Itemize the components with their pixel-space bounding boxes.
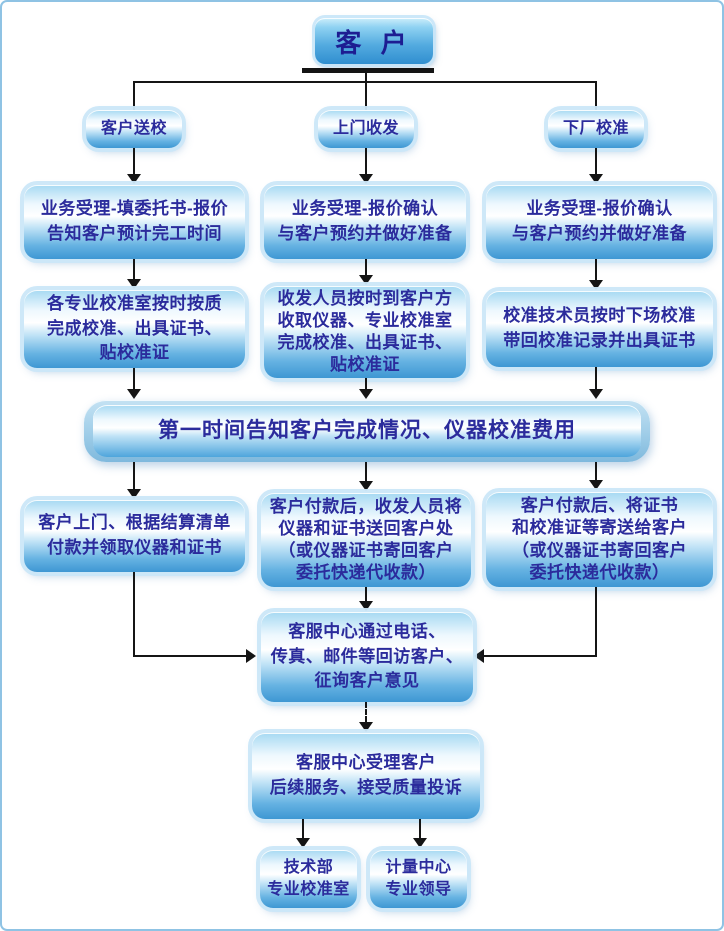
customer-label: 客 户: [335, 27, 413, 58]
arrowhead-down: [359, 174, 373, 184]
connector-right-elbow-horizontal: [484, 655, 597, 657]
connector-left-elbow-horizontal: [133, 655, 246, 657]
connector-complaint-footer-right: [419, 819, 421, 838]
branch-2-step-1-label: 业务受理-报价确认 与客户预约并做好准备: [277, 199, 453, 243]
connector-drop-left: [133, 81, 135, 110]
arrowhead-down: [413, 838, 427, 848]
branch-3-header-label: 下厂校准: [562, 119, 629, 137]
branch-2-step-1: 业务受理-报价确认 与客户预约并做好准备: [264, 185, 466, 259]
branch-3-step-2-label: 校准技术员按时下场校准 带回校准记录并出具证书: [503, 306, 696, 350]
connector-header-step1-left: [133, 148, 135, 174]
connector-drop-right: [595, 81, 597, 110]
arrowhead-down: [127, 389, 141, 399]
branch-3-step-3-label: 客户付款后、将证书 和校准证等寄送给客户 （或仪器证书寄回客户 委托快递代收款）: [512, 496, 687, 582]
arrowhead-down: [127, 489, 141, 499]
branch-3-step-3: 客户付款后、将证书 和校准证等寄送给客户 （或仪器证书寄回客户 委托快递代收款）: [486, 492, 713, 587]
connector-title-stub: [365, 73, 367, 82]
banner-inner: 第一时间告知客户完成情况、仪器校准费用: [93, 405, 641, 457]
connector-drop-middle: [365, 81, 367, 110]
banner-label: 第一时间告知客户完成情况、仪器校准费用: [158, 419, 576, 443]
arrowhead-down: [359, 481, 373, 491]
arrowhead-down: [127, 174, 141, 184]
customer-underline: [302, 68, 434, 73]
footer-tech-dept-label: 技术部 专业校准室: [267, 858, 350, 898]
connector-banner-step3-right: [595, 462, 597, 480]
connector-step3-service-middle: [365, 587, 367, 601]
arrowhead-left: [474, 649, 484, 663]
branch-1-step-3-label: 客户上门、根据结算清单 付款并领取仪器和证书: [38, 513, 231, 557]
branch-2-header: 上门收发: [318, 110, 414, 148]
branch-1-header: 客户送校: [86, 110, 182, 148]
arrowhead-down: [589, 174, 603, 184]
branch-2-step-2: 收发人员按时到客户方 收取仪器、专业校准室 完成校准、出具证书、 贴校准证: [264, 286, 466, 378]
connector-banner-step3-left: [133, 462, 135, 489]
branch-3-step-1: 业务受理-报价确认 与客户预约并做好准备: [486, 185, 713, 259]
branch-3-step-1-label: 业务受理-报价确认 与客户预约并做好准备: [512, 199, 687, 243]
arrowhead-down: [127, 279, 141, 289]
footer-tech-dept-box: 技术部 专业校准室: [260, 850, 357, 908]
banner-box: 第一时间告知客户完成情况、仪器校准费用: [84, 400, 650, 462]
arrowhead-down: [359, 275, 373, 285]
customer-box: 客 户: [315, 18, 433, 64]
branch-1-step-2-label: 各专业校准室按时按质 完成校准、出具证书、 贴校准证: [47, 294, 222, 363]
arrowhead-down: [359, 601, 373, 611]
arrowhead-down: [589, 389, 603, 399]
branch-1-header-label: 客户送校: [100, 119, 167, 137]
branch-1-step-1-label: 业务受理-填委托书-报价 告知客户预计完工时间: [40, 199, 229, 243]
branch-1-step-3: 客户上门、根据结算清单 付款并领取仪器和证书: [24, 500, 245, 572]
connector-service-dashed: [365, 702, 367, 722]
branch-2-header-label: 上门收发: [332, 119, 399, 137]
arrowhead-right: [246, 649, 256, 663]
service-complaint-box: 客服中心受理客户 后续服务、接受质量投诉: [252, 733, 480, 819]
branch-2-step-3-label: 客户付款后，收发人员将 仪器和证书送回客户处 （或仪器证书寄回客户 委托快递代收…: [269, 496, 463, 583]
branch-1-step-2: 各专业校准室按时按质 完成校准、出具证书、 贴校准证: [24, 290, 245, 368]
arrowhead-down: [589, 280, 603, 290]
branch-3-header: 下厂校准: [548, 110, 644, 148]
arrowhead-down: [296, 838, 310, 848]
branch-1-step-1: 业务受理-填委托书-报价 告知客户预计完工时间: [24, 185, 245, 259]
service-callback-label: 客服中心通过电话、 传真、邮件等回访客户、 征询客户意见: [270, 622, 464, 691]
connector-header-step1-middle: [365, 148, 367, 174]
connector-step2-banner-middle: [365, 378, 367, 389]
connector-step1-step2-middle: [365, 259, 367, 275]
arrowhead-down: [589, 480, 603, 490]
branch-3-step-2: 校准技术员按时下场校准 带回校准记录并出具证书: [486, 291, 713, 367]
arrowhead-down: [359, 389, 373, 399]
connector-step2-banner-right: [595, 367, 597, 389]
branch-2-step-3: 客户付款后，收发人员将 仪器和证书送回客户处 （或仪器证书寄回客户 委托快递代收…: [261, 493, 471, 587]
branch-2-step-2-label: 收发人员按时到客户方 收取仪器、专业校准室 完成校准、出具证书、 贴校准证: [277, 288, 453, 375]
arrowhead-down: [359, 722, 373, 732]
connector-step1-step2-right: [595, 259, 597, 280]
connector-header-step1-right: [595, 148, 597, 174]
connector-step1-step2-left: [133, 259, 135, 279]
connector-right-elbow-vertical: [595, 587, 597, 657]
connector-complaint-footer-left: [302, 819, 304, 838]
connector-left-elbow-vertical: [133, 572, 135, 657]
footer-metrology-center-box: 计量中心 专业领导: [370, 850, 467, 908]
connector-step2-banner-left: [133, 368, 135, 389]
connector-banner-step3-middle: [365, 462, 367, 481]
service-callback-box: 客服中心通过电话、 传真、邮件等回访客户、 征询客户意见: [261, 612, 473, 702]
service-complaint-label: 客服中心受理客户 后续服务、接受质量投诉: [269, 753, 463, 797]
footer-metrology-center-label: 计量中心 专业领导: [385, 858, 452, 898]
